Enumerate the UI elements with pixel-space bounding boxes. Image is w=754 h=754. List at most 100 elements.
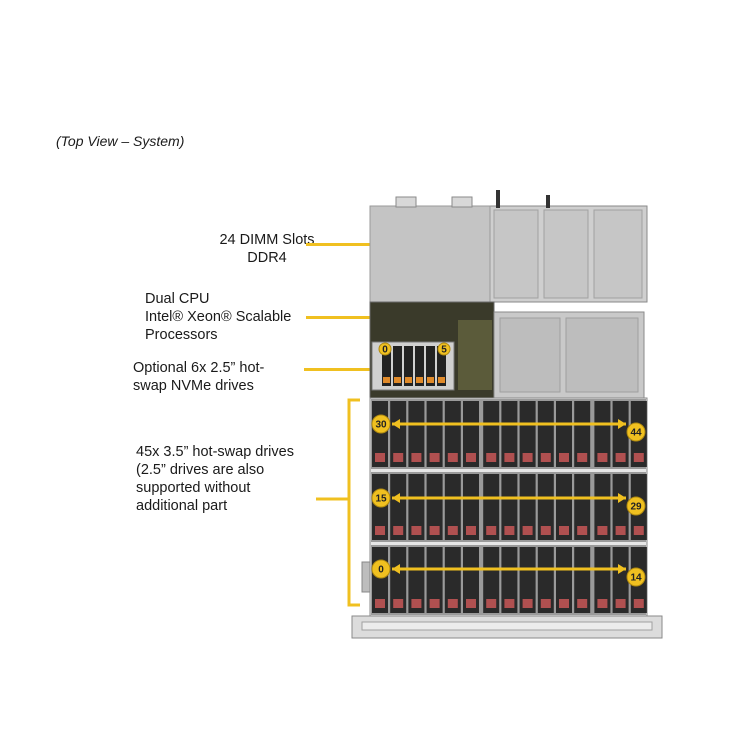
drive-bay <box>519 547 536 613</box>
arrow-head-right <box>618 419 626 429</box>
drive-led <box>615 526 626 535</box>
drive-led <box>559 526 569 535</box>
drive-row-start-badge: 0 <box>371 559 391 579</box>
drive-led <box>522 453 533 462</box>
drive-led <box>504 453 515 462</box>
drive-led <box>375 526 385 535</box>
drive-row-end-badge: 29 <box>626 496 646 516</box>
drive-bay <box>408 547 425 613</box>
drive-bay <box>574 401 591 467</box>
drive-bay <box>408 401 425 467</box>
drive-led <box>540 599 551 608</box>
nvme-label-line-1: Optional 6x 2.5” hot- <box>133 360 265 376</box>
drive-bay <box>408 474 425 540</box>
svg-text:0: 0 <box>378 565 384 576</box>
drive-bay <box>537 547 554 613</box>
drive-led <box>633 526 644 535</box>
drive-row-start-badge: 30 <box>371 414 391 434</box>
drive-led <box>393 526 404 535</box>
arrow-head-left <box>392 564 400 574</box>
badge-overlay: 30 44 15 29 0 14 0 5 <box>371 342 646 587</box>
drive-led <box>577 599 588 608</box>
drive-led <box>504 599 515 608</box>
drive-bay <box>426 401 443 467</box>
drive-led <box>429 599 440 608</box>
drive-bay <box>444 547 461 613</box>
drive-led <box>504 526 515 535</box>
cpu-label-line-3: Processors <box>145 327 218 343</box>
nvme-drives <box>382 346 446 386</box>
drive-bay <box>574 547 591 613</box>
drive-row-end-badge: 14 <box>626 567 646 587</box>
drives-label-line-4: additional part <box>136 498 228 514</box>
drive-led <box>466 599 476 608</box>
drive-bay <box>444 401 461 467</box>
drive-led <box>393 599 404 608</box>
drive-bay <box>501 401 518 467</box>
drive-led <box>577 526 588 535</box>
cpu-label-line-2: Intel® Xeon® Scalable <box>145 309 292 325</box>
cpu-label: Dual CPU Intel® Xeon® Scalable Processor… <box>145 290 291 344</box>
drive-bay <box>463 401 479 467</box>
drive-led <box>429 526 440 535</box>
drive-led <box>577 453 588 462</box>
drive-led <box>393 453 404 462</box>
drive-bay <box>612 401 629 467</box>
drive-led <box>447 599 458 608</box>
nvme-last-badge: 5 <box>437 342 451 356</box>
drive-led <box>597 526 608 535</box>
svg-text:15: 15 <box>375 494 387 505</box>
drive-led <box>540 453 551 462</box>
drive-bay <box>612 474 629 540</box>
drive-led <box>447 526 458 535</box>
svg-text:29: 29 <box>630 502 642 513</box>
arrow-head-right <box>618 493 626 503</box>
drive-led <box>486 453 497 462</box>
dimm-label-line-1: 24 DIMM Slots <box>219 232 315 248</box>
cpu-label-line-1: Dual CPU <box>145 291 210 307</box>
svg-text:5: 5 <box>441 345 447 356</box>
view-caption: (Top View – System) <box>56 133 185 149</box>
drive-bay <box>594 474 611 540</box>
drive-row-start-badge: 15 <box>371 488 391 508</box>
drive-row-end-badge: 44 <box>626 422 646 442</box>
drive-led <box>615 453 626 462</box>
drive-bay <box>594 547 611 613</box>
drive-bay <box>426 474 443 540</box>
drive-bay <box>556 474 572 540</box>
drive-bay <box>519 401 536 467</box>
drive-led <box>375 599 385 608</box>
drive-bay <box>556 401 572 467</box>
drive-led <box>411 453 422 462</box>
svg-text:30: 30 <box>375 420 387 431</box>
drive-bay <box>444 474 461 540</box>
drive-bay <box>519 474 536 540</box>
dimm-label-line-2: DDR4 <box>247 250 287 266</box>
drive-led <box>597 599 608 608</box>
drive-bay <box>537 401 554 467</box>
drives-label-line-1: 45x 3.5” hot-swap drives <box>136 444 294 460</box>
drive-led <box>411 526 422 535</box>
drive-led <box>486 526 497 535</box>
svg-text:0: 0 <box>382 345 388 356</box>
drive-led <box>429 453 440 462</box>
drive-led <box>540 526 551 535</box>
nvme-label-line-2: swap NVMe drives <box>133 378 254 394</box>
drive-bay <box>426 547 443 613</box>
svg-text:44: 44 <box>630 428 642 439</box>
drive-led <box>486 599 497 608</box>
drive-led <box>522 599 533 608</box>
drive-bay <box>390 401 407 467</box>
drive-bay <box>556 547 572 613</box>
drive-bay <box>483 401 500 467</box>
drive-rows <box>371 399 647 615</box>
drive-led <box>615 599 626 608</box>
drive-led <box>522 526 533 535</box>
nvme-first-badge: 0 <box>378 342 392 356</box>
drive-bay <box>463 474 479 540</box>
drive-led <box>559 453 569 462</box>
drive-led <box>597 453 608 462</box>
drives-label-line-2: (2.5” drives are also <box>136 462 265 478</box>
drive-bay <box>483 474 500 540</box>
